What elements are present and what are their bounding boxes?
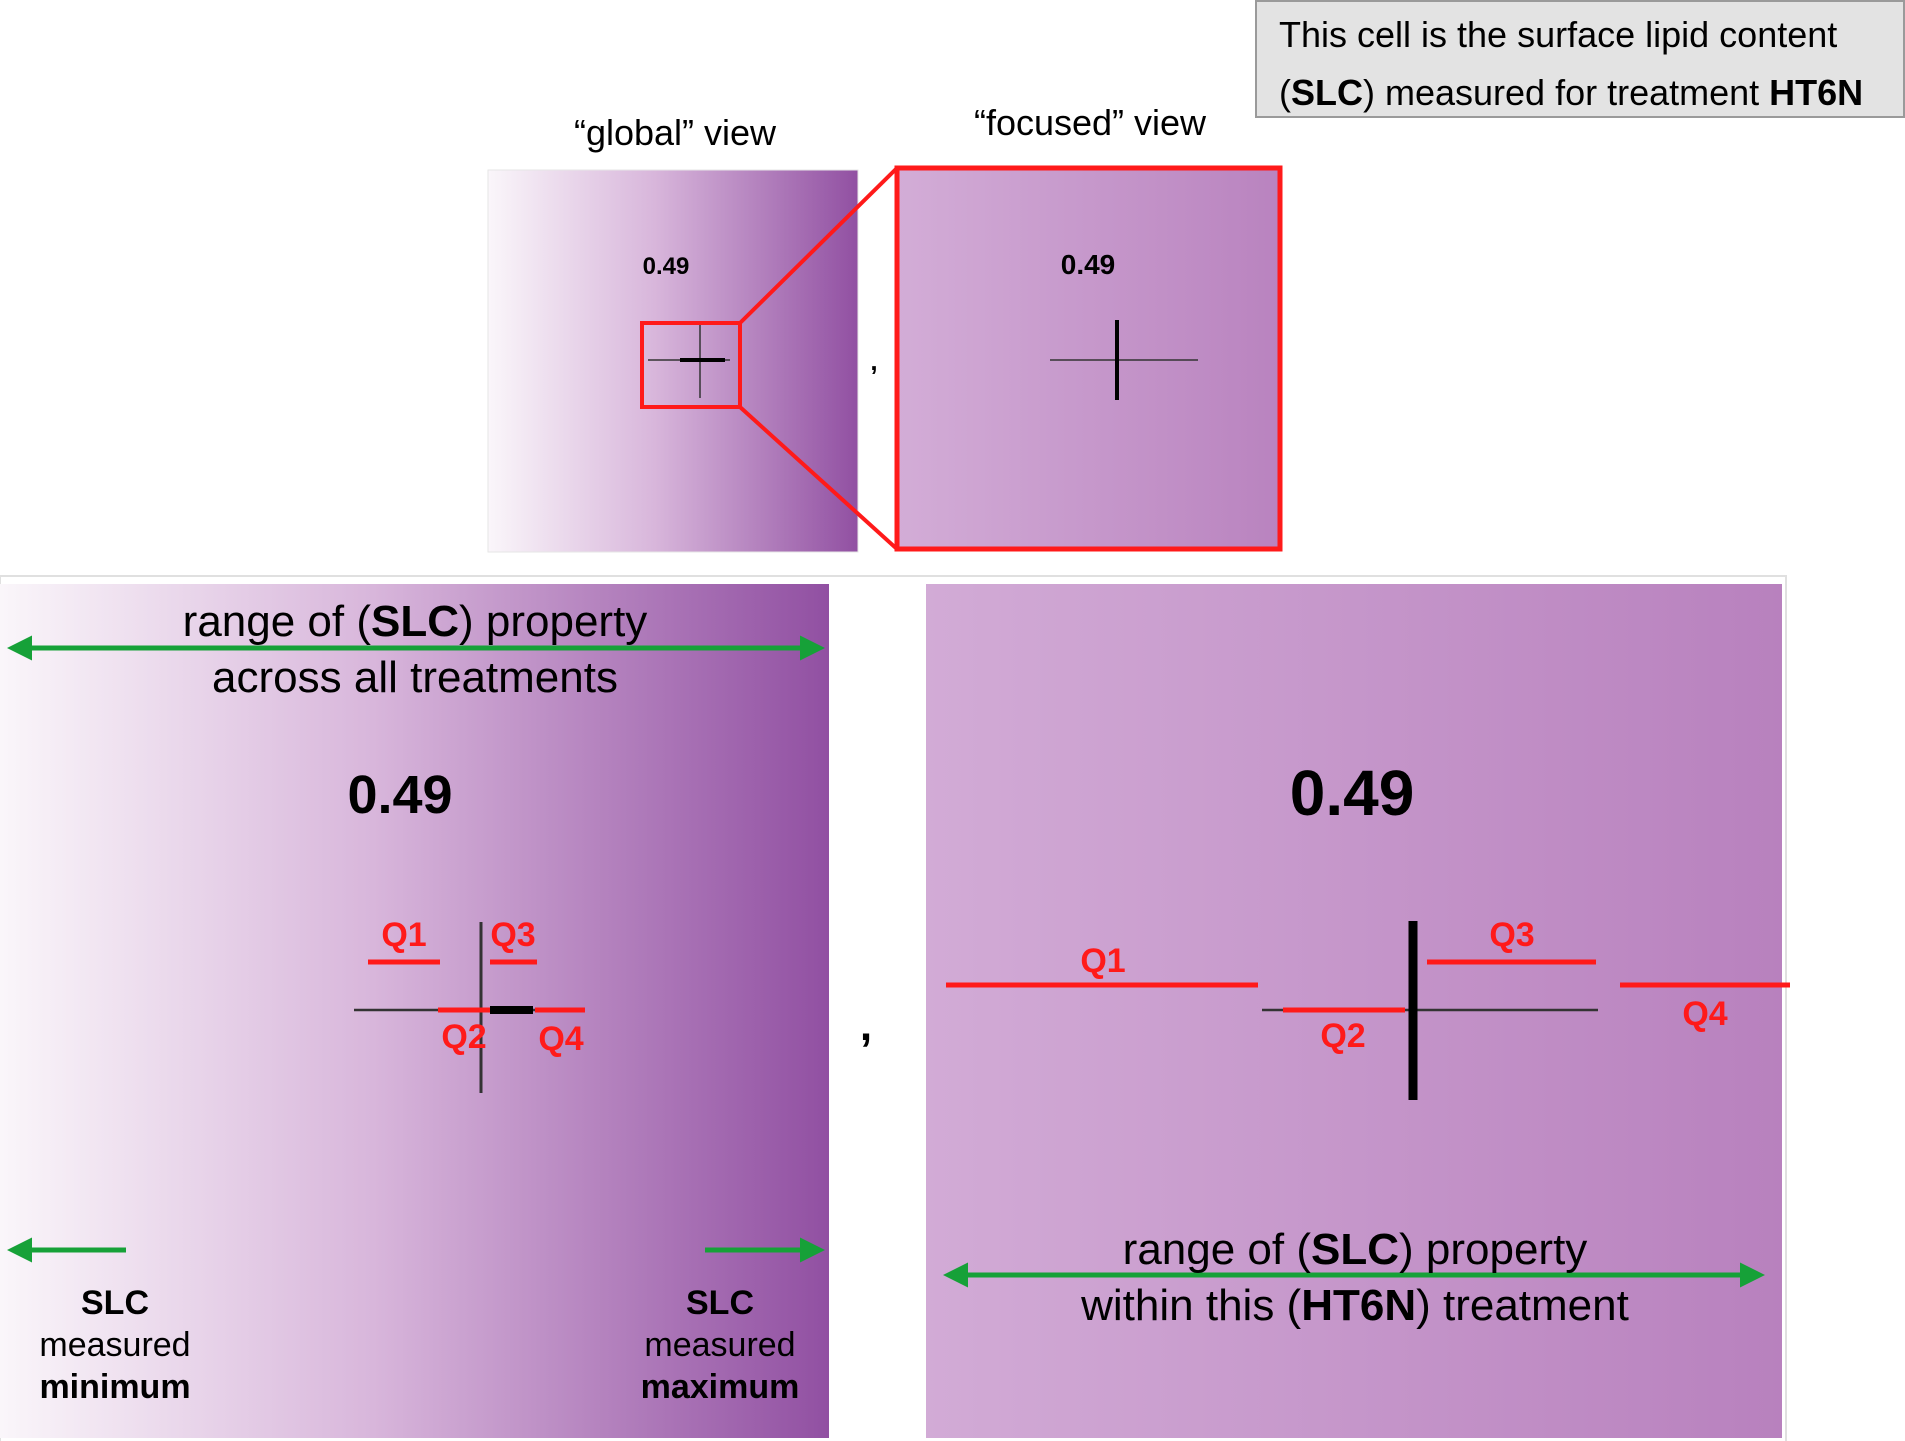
range-all-treatments-label: range of (SLC) property across all treat… — [182, 597, 648, 702]
global-view-boxplot — [648, 325, 730, 398]
q2-label: Q2 — [1320, 1017, 1365, 1055]
range-within-treatment-label: range of (SLC) property within this (HT6… — [1081, 1225, 1629, 1330]
global-view-cell — [487, 169, 859, 553]
global-quartile-markers — [368, 959, 585, 1013]
focused-enlarged-value: 0.49 — [1290, 757, 1415, 829]
q4-label: Q4 — [1682, 995, 1727, 1033]
focused-view-boxplot — [1050, 320, 1198, 400]
focused-view-label: “focused” view — [973, 102, 1207, 143]
q1-label: Q1 — [1080, 942, 1125, 980]
q2-label: Q2 — [441, 1018, 486, 1056]
q1-label: Q1 — [381, 916, 426, 954]
zoom-connector-bottom — [738, 405, 899, 551]
global-enlarged-value: 0.49 — [347, 765, 452, 825]
q4-label: Q4 — [538, 1020, 583, 1058]
focused-view-value: 0.49 — [1061, 249, 1116, 280]
top-separator: , — [870, 346, 877, 376]
focused-view-cell — [894, 165, 1283, 552]
slc-maximum-label: SLC measured maximum — [640, 1284, 800, 1406]
q3-label: Q3 — [1489, 916, 1534, 954]
global-view-value: 0.49 — [643, 253, 690, 280]
explanation-note: This cell is the surface lipid content (… — [1255, 0, 1905, 118]
zoom-region-box — [640, 321, 742, 409]
focused-quartile-markers — [946, 959, 1790, 1013]
note-line-1: This cell is the surface lipid content — [1279, 14, 1838, 55]
global-view-label: “global” view — [573, 112, 777, 153]
slc-minimum-label: SLC measured minimum — [39, 1284, 191, 1406]
note-line-2: (SLC) measured for treatment HT6N — [1279, 72, 1864, 113]
bottom-separator: , — [860, 1001, 872, 1050]
q3-label: Q3 — [490, 916, 535, 954]
zoom-connector-top — [738, 166, 899, 325]
